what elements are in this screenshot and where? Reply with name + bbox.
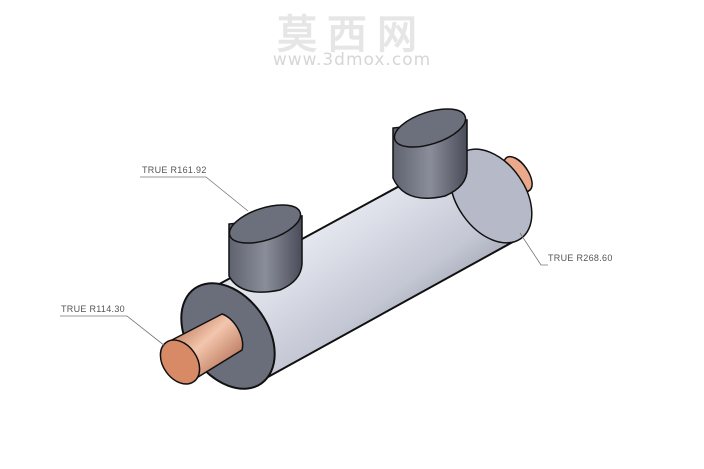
leader-lines: [60, 176, 548, 347]
dimension-label-d3: TRUE R268.60: [548, 253, 613, 263]
leader-d1: [140, 176, 249, 212]
watermark-url: www.3dmox.com: [272, 50, 432, 70]
main-body: [180, 148, 533, 390]
left-pipe-stub: [159, 313, 244, 385]
dimension-label-d2: TRUE R114.30: [61, 304, 125, 314]
watermark-title: 莫西网: [277, 12, 427, 58]
front-nozzle: [228, 204, 303, 293]
leader-d2: [60, 315, 166, 347]
dimension-label-d1: TRUE R161.92: [142, 165, 207, 175]
back-nozzle: [392, 108, 468, 199]
leader-d3: [519, 232, 548, 266]
